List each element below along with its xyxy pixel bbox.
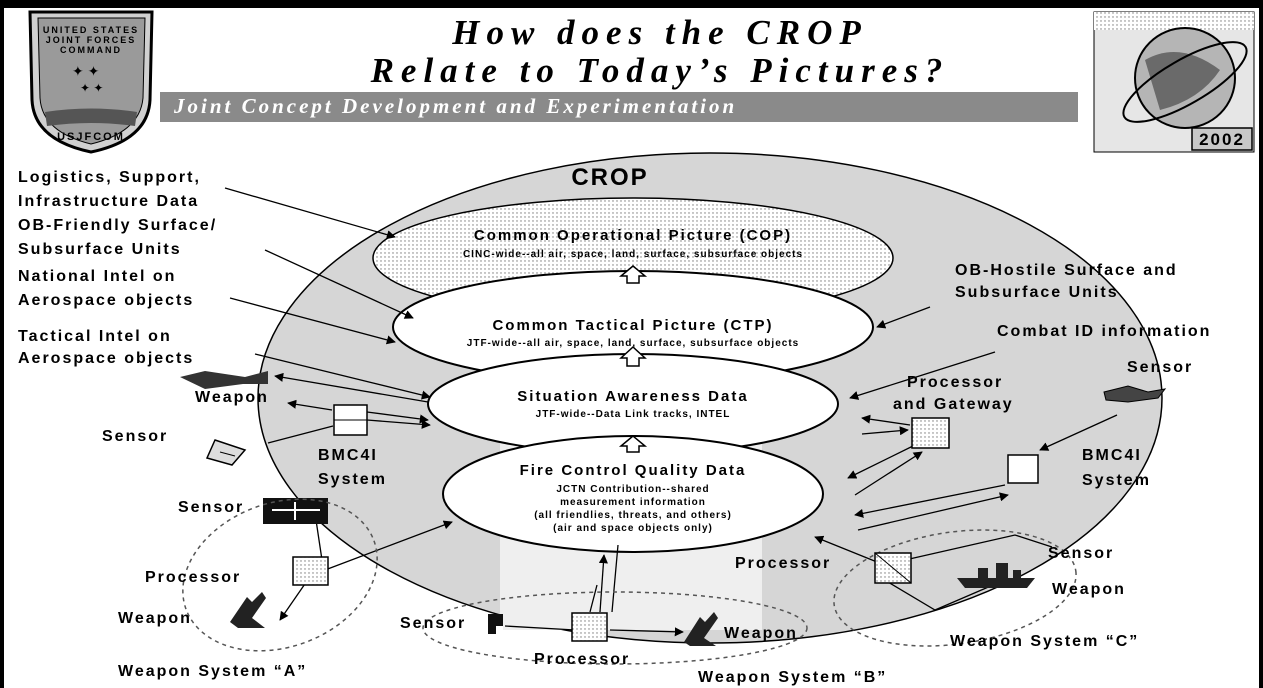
weapon-system-c-boundary xyxy=(833,529,1077,647)
label-sensor-a: Sensor xyxy=(178,499,244,516)
seal-text-2: JOINT FORCES xyxy=(46,35,137,45)
label-weapon-b: Weapon xyxy=(724,625,798,642)
aircraft-sensor-icon xyxy=(1103,385,1167,403)
seal-star-icon: ✦ ✦ xyxy=(72,63,100,79)
label-processor-c: Processor xyxy=(735,555,831,572)
label-bmc4i-left-1: BMC4I xyxy=(318,447,378,464)
label-weapon-c: Weapon xyxy=(1052,581,1126,598)
label-bmc4i-right-2: System xyxy=(1082,472,1151,489)
label-system-c: Weapon System “C” xyxy=(950,633,1139,650)
label-processor-b: Processor xyxy=(534,651,630,668)
label-bmc4i-left-2: System xyxy=(318,471,387,488)
missile-launcher-icon xyxy=(230,592,266,628)
seal-text-3: COMMAND xyxy=(60,45,122,55)
jfcom-seal: UNITED STATES JOINT FORCES COMMAND ✦ ✦ ✦… xyxy=(28,10,154,154)
input-national-1: National Intel on xyxy=(18,268,176,285)
fcq-desc-4: (air and space objects only) xyxy=(553,523,713,534)
input-ob-friendly-1: OB-Friendly Surface/ xyxy=(18,217,217,234)
weapon-system-a-boundary xyxy=(182,498,378,652)
label-sensor-right: Sensor xyxy=(1127,359,1193,376)
fcq-desc-3: (all friendlies, threats, and others) xyxy=(534,510,732,521)
input-logistics-1: Logistics, Support, xyxy=(18,169,201,186)
input-tactical-1: Tactical Intel on xyxy=(18,328,172,345)
globe-logo: 2002 xyxy=(1093,11,1255,153)
processor-a-box xyxy=(292,556,329,586)
seal-text-1: UNITED STATES xyxy=(43,25,139,35)
label-weapon-top-left: Weapon xyxy=(195,389,269,406)
missile-launcher-icon xyxy=(684,612,718,646)
seal-text-bottom: USJFCOM xyxy=(57,131,125,143)
radar-sensor-icon xyxy=(488,614,503,634)
sad-desc: JTF-wide--Data Link tracks, INTEL xyxy=(536,409,731,420)
label-system-a: Weapon System “A” xyxy=(118,663,307,680)
label-weapon-a: Weapon xyxy=(118,610,192,627)
crop-label: CROP xyxy=(571,164,648,191)
label-processor-gateway-2: and Gateway xyxy=(893,396,1014,413)
input-tactical-2: Aerospace objects xyxy=(18,350,194,367)
input-ob-hostile-1: OB-Hostile Surface and xyxy=(955,262,1178,279)
up-arrow-icon xyxy=(618,265,648,453)
label-bmc4i-right-1: BMC4I xyxy=(1082,447,1142,464)
weapon-system-b-boundary xyxy=(422,591,808,665)
satellite-sensor-icon xyxy=(205,439,247,466)
label-system-b: Weapon System “B” xyxy=(698,669,887,686)
input-ob-hostile-2: Subsurface Units xyxy=(955,284,1119,301)
cop-desc: CINC-wide--all air, space, land, surface… xyxy=(463,249,803,260)
year-badge: 2002 xyxy=(1199,130,1245,149)
processor-b-box xyxy=(571,612,608,642)
connector-lines xyxy=(224,187,1118,637)
label-processor-a: Processor xyxy=(145,569,241,586)
fcq-title: Fire Control Quality Data xyxy=(520,462,747,479)
subtitle: Joint Concept Development and Experiment… xyxy=(173,94,737,118)
ctp-desc: JTF-wide--all air, space, land, surface,… xyxy=(467,338,799,349)
input-national-2: Aerospace objects xyxy=(18,292,194,309)
title-line-2: Relate to Today’s Pictures? xyxy=(370,51,950,90)
bmc4i-right-box xyxy=(1007,454,1039,484)
label-processor-gateway-1: Processor xyxy=(907,374,1003,391)
label-sensor-left: Sensor xyxy=(102,428,168,445)
label-sensor-b: Sensor xyxy=(400,615,466,632)
subtitle-banner xyxy=(160,92,1078,122)
input-combat-id: Combat ID information xyxy=(997,323,1211,340)
fcq-desc-2: measurement information xyxy=(560,497,706,508)
ctp-title: Common Tactical Picture (CTP) xyxy=(492,317,773,334)
seal-star-icon: ✦ ✦ xyxy=(80,81,103,95)
cop-title: Common Operational Picture (COP) xyxy=(474,227,792,244)
title-line-1: How does the CROP xyxy=(451,13,868,52)
sad-title: Situation Awareness Data xyxy=(517,388,748,405)
input-ob-friendly-2: Subsurface Units xyxy=(18,241,182,258)
fcq-desc-1: JCTN Contribution--shared xyxy=(556,484,709,495)
ship-icon xyxy=(957,563,1035,588)
input-logistics-2: Infrastructure Data xyxy=(18,193,199,210)
jet-icon xyxy=(180,371,268,389)
label-sensor-c: Sensor xyxy=(1048,545,1114,562)
processor-gateway-box xyxy=(911,417,950,449)
